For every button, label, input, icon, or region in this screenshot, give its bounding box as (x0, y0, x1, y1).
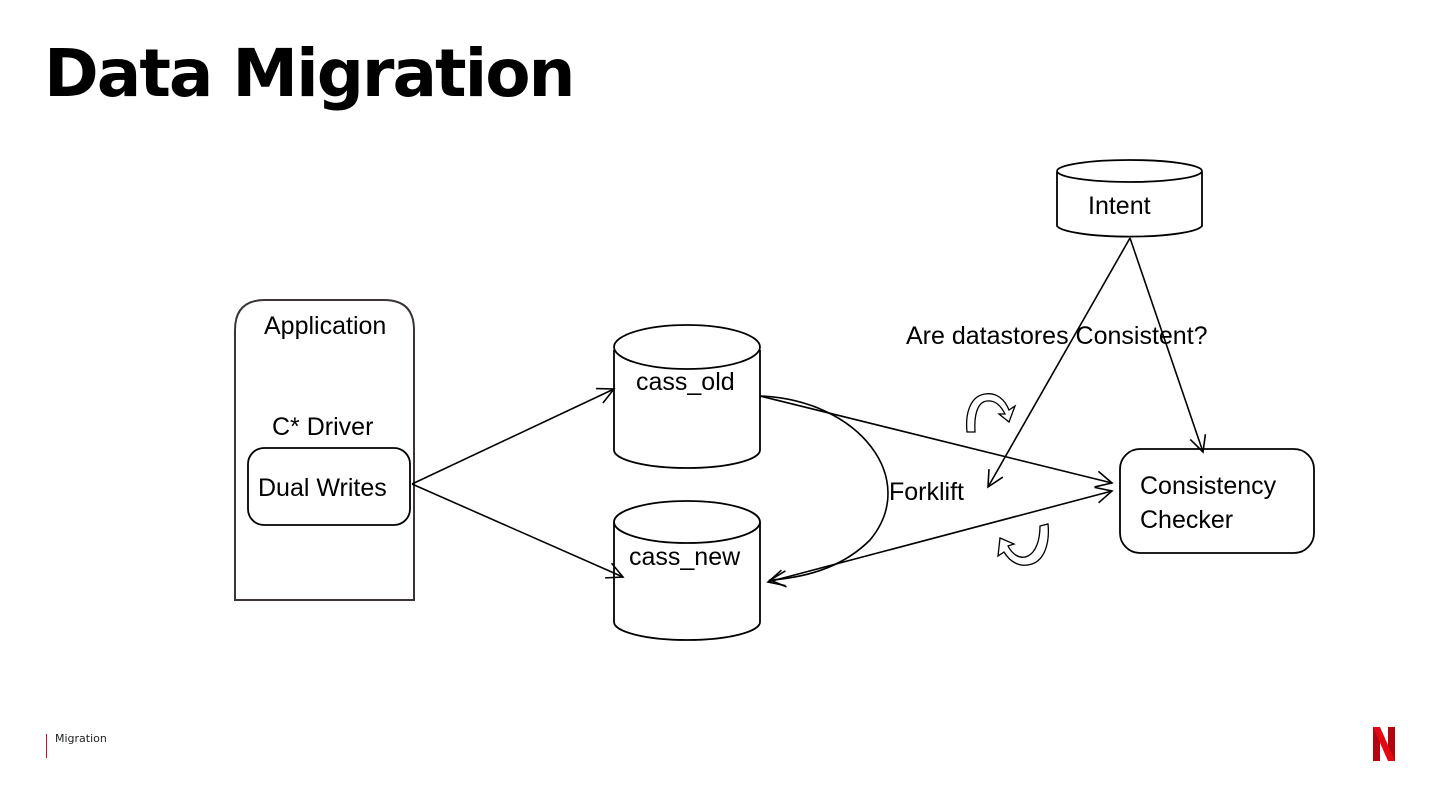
edge-cass-old-to-checker (759, 395, 1114, 488)
consistency-checker-label-line1: Consistency (1140, 472, 1277, 500)
dual-writes-label: Dual Writes (258, 474, 387, 502)
dual-writes-box (247, 447, 411, 526)
footer-section-label: Migration (55, 732, 107, 745)
forklift-label: Forklift (889, 478, 964, 506)
consistency-checker-box (1119, 448, 1315, 554)
edge-cass-new-checker (766, 486, 1114, 587)
curved-arrow-icon (965, 393, 1017, 433)
cass-new-cylinder-top (613, 500, 761, 544)
cass-old-node: cass_old (613, 324, 761, 469)
consistency-checker-label-line2: Checker (1140, 506, 1233, 534)
cass-new-node: cass_new (613, 500, 761, 641)
application-label: Application (264, 312, 386, 340)
footer-divider (46, 734, 47, 758)
edge-intent-to-checker (1129, 237, 1207, 454)
consistency-checker-node: Consistency Checker (1119, 448, 1315, 554)
netflix-logo-icon (1373, 727, 1395, 761)
edge-dual-writes-to-cass-new (411, 483, 625, 579)
question-label: Are datastores Consistent? (906, 322, 1208, 350)
intent-label: Intent (1088, 192, 1151, 220)
intent-cylinder-top (1056, 159, 1203, 183)
cass-new-cylinder (613, 522, 761, 641)
intent-cylinder (1056, 172, 1203, 238)
cass-new-label: cass_new (629, 543, 741, 571)
curved-arrow-icon (997, 523, 1050, 566)
slide-title: Data Migration (44, 35, 576, 112)
driver-label: C* Driver (272, 413, 373, 441)
edge-dual-writes-to-cass-old (411, 387, 616, 485)
cass-old-cylinder-top (613, 324, 761, 370)
edge-intent-to-forklift (987, 237, 1131, 489)
cass-old-cylinder (613, 350, 761, 469)
dual-writes-node: Dual Writes (247, 447, 411, 526)
intent-node: Intent (1056, 159, 1203, 238)
cass-old-label: cass_old (636, 368, 735, 396)
